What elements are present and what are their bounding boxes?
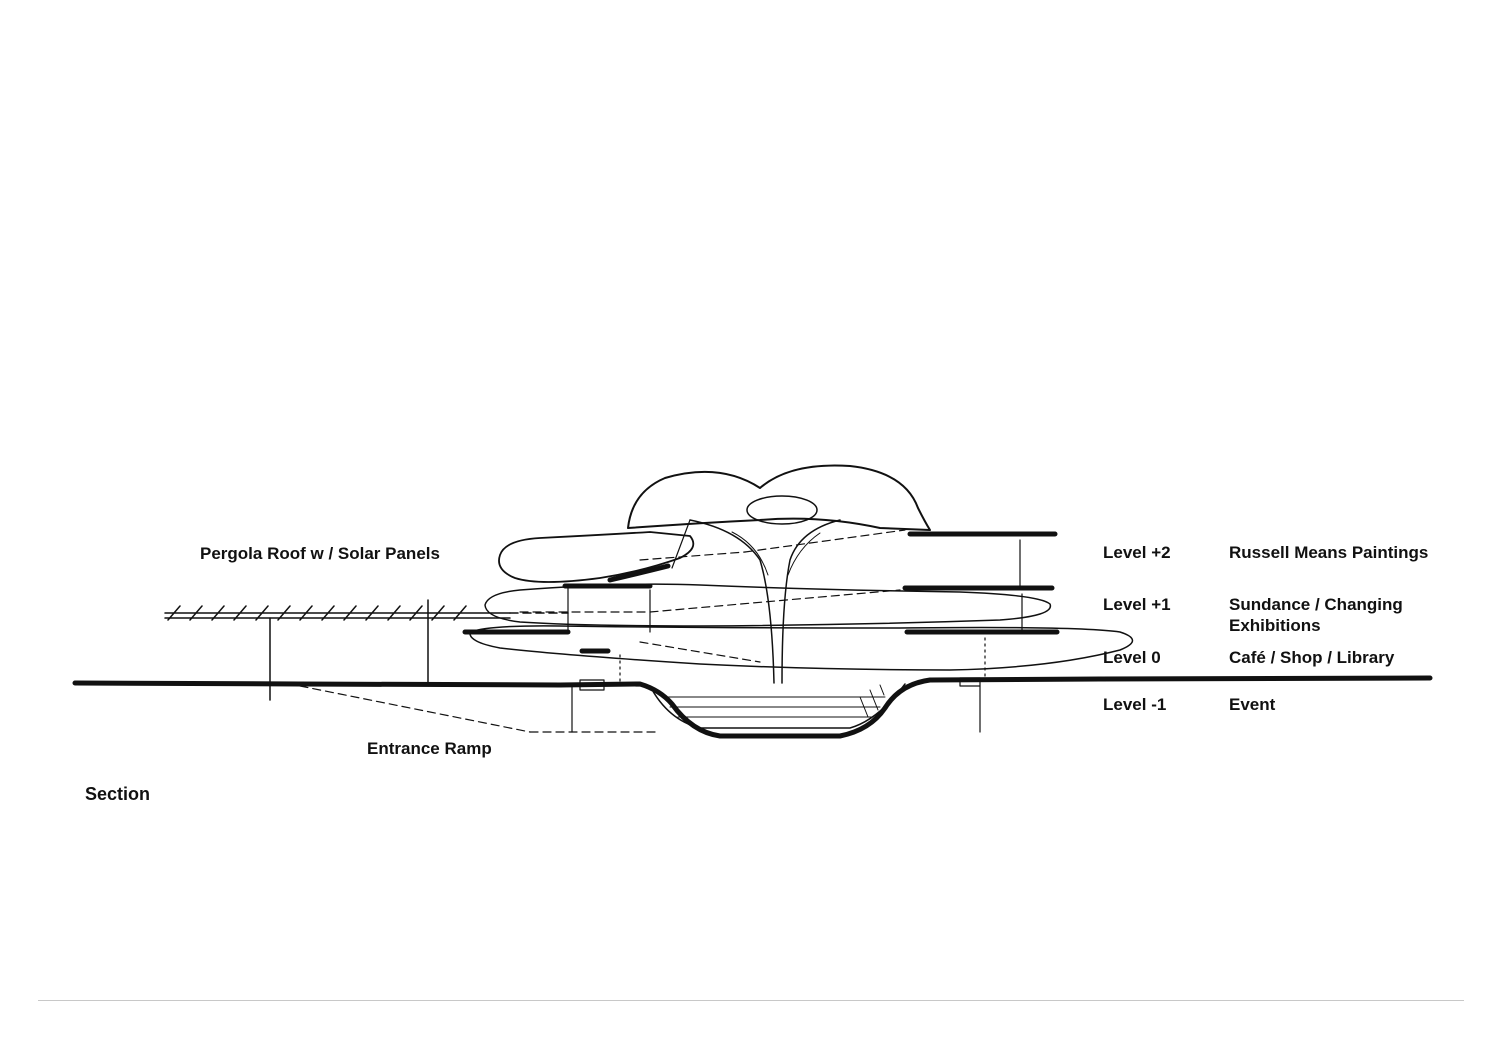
pergola-label: Pergola Roof w / Solar Panels <box>200 544 440 563</box>
level-plus1-use-line2: Exhibitions <box>1229 616 1321 635</box>
dashed-lines <box>299 529 906 733</box>
level-minus1-use: Event <box>1229 695 1276 714</box>
structure-lines <box>567 519 1023 633</box>
bowl-inner <box>649 683 906 729</box>
thick-slabs <box>462 531 1060 654</box>
basement-walls <box>571 677 981 733</box>
pergola-roof <box>164 599 569 701</box>
ground-line <box>72 675 1433 739</box>
level-plus1-name: Level +1 <box>1103 595 1171 614</box>
central-column <box>689 519 841 684</box>
level-plus2-use: Russell Means Paintings <box>1229 543 1429 562</box>
level-0-use: Café / Shop / Library <box>1229 648 1395 667</box>
canopy-cap <box>627 464 931 531</box>
canopy-inner-ellipse <box>746 495 818 525</box>
level-0-name: Level 0 <box>1103 648 1161 667</box>
level-plus2-name: Level +2 <box>1103 543 1171 562</box>
slab-level-0 <box>469 625 1134 671</box>
level-plus1-use: Sundance / Changing <box>1229 595 1403 614</box>
section-title: Section <box>85 784 151 804</box>
footer-rule <box>38 1000 1464 1001</box>
bowl-steps <box>661 684 886 718</box>
dotted-lines <box>619 637 986 685</box>
slab-level-plus2 <box>498 531 695 583</box>
entrance-ramp-label: Entrance Ramp <box>367 739 492 758</box>
level-minus1-name: Level -1 <box>1103 695 1167 714</box>
